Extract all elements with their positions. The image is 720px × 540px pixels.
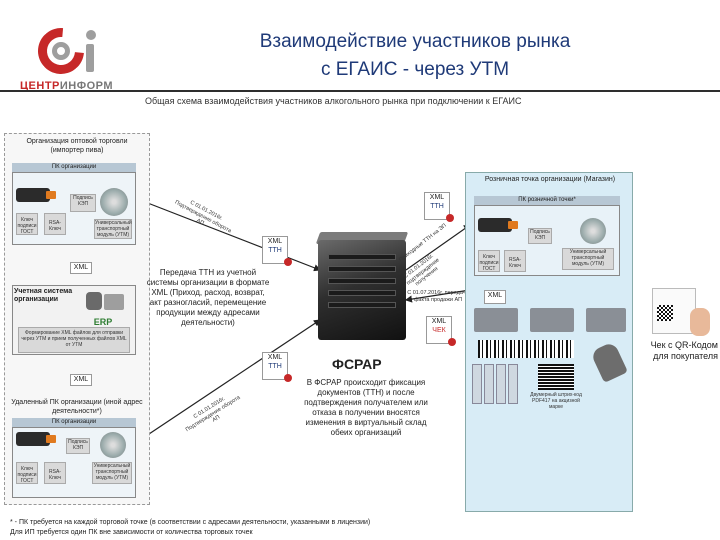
xml-file-left-1: XML — [70, 262, 92, 274]
server-slot-icon — [328, 290, 396, 296]
xml-check-file-check: ЧЕК — [432, 327, 446, 334]
logo-inner-icon — [52, 42, 70, 60]
brand-part1: ЦЕНТР — [20, 80, 60, 92]
server-slot-icon — [328, 266, 396, 272]
erp-label: ERP — [93, 317, 113, 327]
usb-token-icon — [16, 188, 50, 202]
xml-file-left-2: XML — [70, 374, 92, 386]
brand-logo-text: ЦЕНТРИНФОРМ — [20, 80, 113, 92]
xml-tth-file-3-xml: XML — [429, 194, 445, 201]
rsa-key-label: RSA-Ключ — [44, 213, 66, 235]
usb-token-tip-icon — [46, 191, 56, 199]
xml-tth-file-1: XML ТТН — [262, 236, 288, 264]
retail-gost-key-label: Ключ подписи ГОСТ — [478, 250, 500, 272]
qr-receipt-note: Чек с QR-Кодом для покупателя — [650, 340, 718, 361]
logo-bar-icon — [86, 44, 94, 72]
xml-tth-file-2: XML ТТН — [262, 352, 288, 380]
seal-icon-3 — [448, 338, 456, 346]
seal-icon-1 — [284, 258, 292, 266]
utm-disc2-icon — [100, 432, 126, 458]
gost-key-label: Ключ подписи ГОСТ — [16, 213, 38, 235]
gost-key2-label: Ключ подписи ГОСТ — [16, 462, 38, 484]
xml-check-file-xml: XML — [431, 318, 447, 325]
pk-org2-box — [12, 418, 136, 498]
utm-disc-icon — [100, 188, 128, 216]
cash-register-3-icon — [586, 308, 626, 332]
bottle-2-icon — [484, 364, 494, 404]
footnote-line-1: * - ПК требуется на каждой торговой точк… — [10, 519, 371, 526]
logo-dot-icon — [86, 30, 96, 40]
db-cylinder-icon — [86, 292, 102, 310]
wholesale-title: Организация оптовой торговли (импортер п… — [26, 138, 128, 154]
server-icon — [318, 240, 406, 340]
arrow-retail-to-server — [404, 289, 471, 303]
fsrar-label: ФСРАР — [332, 356, 382, 372]
xml-tth-file-1-tth: ТТН — [268, 247, 282, 254]
pdf417-icon — [538, 364, 574, 390]
fsrar-note: В ФСРАР происходит фиксация документов (… — [304, 378, 428, 437]
title-line-1: Взаимодействие участников рынка — [259, 31, 571, 52]
usb-token3-icon — [478, 218, 512, 232]
barcode-icon — [478, 340, 574, 358]
utm-module2-label: Универсальный транспортный модуль (УТМ) — [92, 462, 132, 484]
retail-sign-label: Подпись КЭП — [528, 228, 552, 244]
xml-tth-file-2-xml: XML — [267, 354, 283, 361]
arrow-server-to-retail — [405, 224, 471, 271]
title-line-2: с ЕГАИС - через УТМ — [320, 59, 510, 80]
accounting-note: Формирование XML файлов для отправки чер… — [18, 327, 130, 353]
footnote-line-2: Для ИП требуется один ПК вне зависимости… — [10, 529, 253, 536]
footnote: * - ПК требуется на каждой торговой точк… — [10, 518, 370, 538]
accounting-label: Учетная система организации — [14, 288, 73, 303]
header-divider — [0, 90, 720, 92]
retail-rsa-key-label: RSA-Ключ — [504, 250, 526, 272]
cash-register-1-icon — [474, 308, 518, 332]
pk-retail-label: ПК розничной точки* — [474, 196, 620, 206]
pk-org2-label: ПК организации — [12, 418, 136, 428]
xml-retail-file: XML — [484, 290, 506, 304]
sign-label: Подпись КЭП — [70, 194, 96, 212]
hand-icon — [690, 308, 710, 336]
server-slot-icon — [328, 278, 396, 284]
rsa-key2-label: RSA-Ключ — [44, 462, 66, 484]
server-slot-icon — [328, 254, 396, 260]
retail-utm-disc-icon — [580, 218, 606, 244]
scheme-title: Общая схема взаимодействия участников ал… — [145, 96, 522, 106]
server-slot-icon — [328, 302, 396, 308]
xml-tth-file-1-xml: XML — [267, 238, 283, 245]
brand-part2: ИНФОРМ — [59, 80, 114, 92]
transfer-note: Передача ТТН из учетной системы организа… — [146, 268, 270, 327]
remote-pc-title: Удаленный ПК организации (иной адрес дея… — [11, 399, 143, 415]
rot-date2-label: С 01.07.2016г. передача факта продажи АП — [407, 290, 469, 303]
pk-org-label: ПК организации — [12, 163, 136, 173]
db-server-icon — [104, 294, 124, 310]
barcode-note: Двумерный штрих-код PDF417 на акцизной м… — [530, 392, 582, 410]
cash-register-2-icon — [530, 308, 574, 332]
qr-code-icon — [657, 305, 673, 321]
xml-tth-file-3: XML ТТН — [424, 192, 450, 220]
arrow-left-bottom-to-server — [139, 319, 321, 441]
xml-check-file: XML ЧЕК — [426, 316, 452, 344]
retail-utm-module-label: Универсальный транспортный модуль (УТМ) — [562, 248, 614, 270]
xml-tth-file-3-tth: ТТН — [430, 203, 444, 210]
slide-title: Взаимодействие участников рынка с ЕГАИС … — [200, 28, 630, 84]
seal-icon-2 — [284, 374, 292, 382]
retail-title: Розничная точка организации (Магазин) — [484, 176, 616, 183]
seal-icon-4 — [446, 214, 454, 222]
sign2-label: Подпись КЭП — [66, 438, 90, 454]
bottle-3-icon — [496, 364, 506, 404]
usb-token2-icon — [16, 432, 50, 446]
usb-token3-tip-icon — [508, 221, 518, 229]
xml-tth-file-2-tth: ТТН — [268, 363, 282, 370]
receipt-icon — [652, 288, 696, 334]
bottle-1-icon — [472, 364, 482, 404]
utm-module-label: Универсальный транспортный модуль (УТМ) — [94, 219, 132, 239]
usb-token2-tip-icon — [46, 435, 56, 443]
bottle-4-icon — [508, 364, 518, 404]
